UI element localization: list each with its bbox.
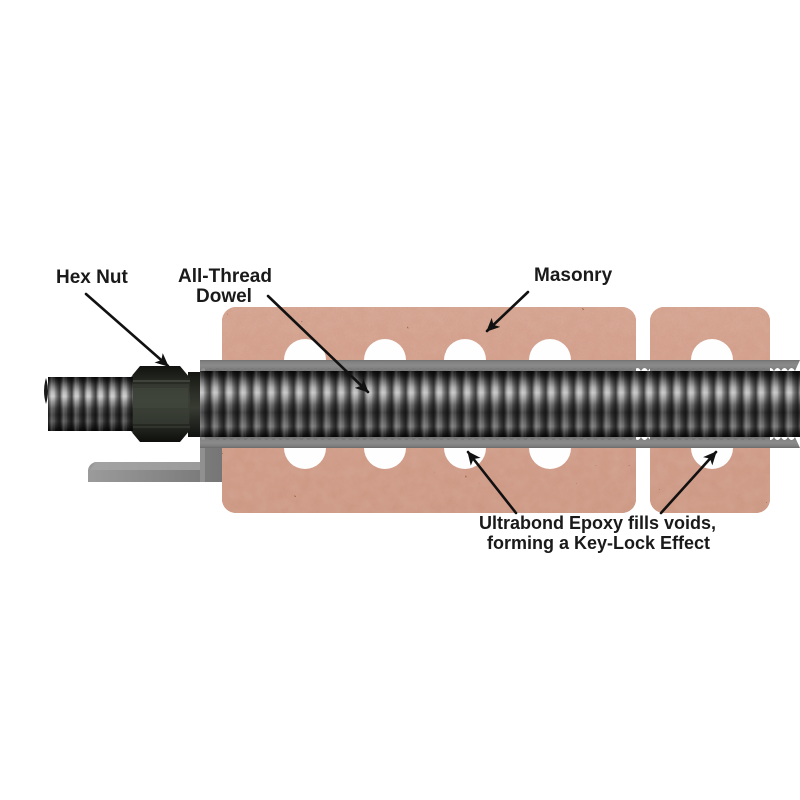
arrow-all-thread-dowel — [266, 294, 370, 394]
masonry-voids — [284, 339, 733, 469]
arrow-masonry — [485, 290, 530, 333]
label-hex-nut: Hex Nut — [56, 267, 128, 288]
label-masonry: Masonry — [534, 265, 613, 286]
label-epoxy-line1: Ultrabond Epoxy fills voids, — [479, 513, 716, 533]
label-all-thread-dowel-line2: Dowel — [196, 286, 252, 307]
arrow-hex-nut — [84, 292, 170, 368]
label-all-thread-dowel-line1: All-Thread — [178, 266, 272, 287]
all-thread-dowel-exposed — [44, 372, 133, 436]
arrow-epoxy-left — [466, 450, 518, 515]
all-thread-dowel-embedded — [200, 360, 800, 448]
block-gap-mask — [0, 300, 800, 523]
callout-arrows — [84, 290, 718, 515]
label-epoxy-line2: forming a Key-Lock Effect — [487, 533, 710, 553]
hex-nut — [130, 366, 202, 442]
void-top-row — [284, 339, 733, 360]
arrow-epoxy-right — [659, 450, 718, 515]
